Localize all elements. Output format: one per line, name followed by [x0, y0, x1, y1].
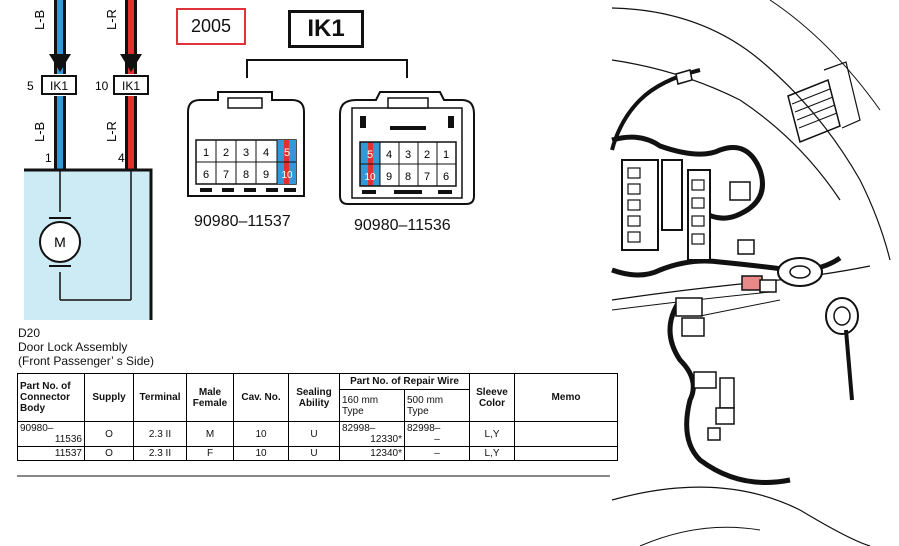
left-pin-3: 3 — [243, 147, 249, 159]
header-repair-160: 160 mm Type — [339, 389, 405, 422]
left-pin-2: 2 — [223, 147, 229, 159]
left-connector-part-number: 90980–11537 — [194, 213, 291, 230]
right-connector-part-number: 90980–11536 — [354, 217, 451, 234]
cell-sex: F — [186, 446, 234, 461]
wire-lr — [120, 0, 142, 170]
left-pin-9: 9 — [263, 169, 269, 181]
motor-label: M — [54, 234, 66, 250]
motor-icon — [39, 221, 81, 263]
table-row: 11537 O 2.3 II F 10 U 12340* – L,Y — [17, 446, 618, 461]
wire-label-bottom-left: L-B — [32, 122, 47, 142]
header-sealing: Sealing Ability — [288, 373, 340, 422]
right-pin-8: 8 — [405, 171, 411, 183]
terminal-number-left: 1 — [45, 151, 52, 165]
header-part-no: Part No. of Connector Body — [17, 373, 85, 422]
cell-seal: U — [288, 446, 340, 461]
header-terminal: Terminal — [133, 373, 187, 422]
table-row: 90980–11536 O 2.3 II M 10 U 82998–12330*… — [17, 421, 618, 447]
cell-memo — [514, 446, 618, 461]
connector-code-title: IK1 — [288, 10, 364, 48]
left-pin-10: 10 — [281, 170, 293, 181]
header-repair-wire: Part No. of Repair Wire — [339, 373, 470, 390]
assembly-code: D20 — [18, 326, 41, 340]
wire-lb — [49, 0, 71, 170]
arrow-down-icon — [49, 54, 71, 72]
left-pin-8: 8 — [243, 169, 249, 181]
wire-label-top-left: L-B — [32, 10, 47, 30]
cell-terminal: 2.3 II — [133, 421, 187, 447]
terminal-number-right: 4 — [118, 151, 125, 165]
door-lock-assembly-body: M — [24, 168, 153, 320]
header-male-female: Male Female — [186, 373, 234, 422]
cell-repair-500: 82998–– — [404, 421, 470, 447]
harness-location-illustration — [610, 0, 891, 546]
wire-label-top-right: L-R — [104, 9, 119, 30]
cell-supply: O — [84, 446, 134, 461]
header-repair-500: 500 mm Type — [404, 389, 470, 422]
cell-sleeve: L,Y — [469, 446, 515, 461]
cell-sex: M — [186, 421, 234, 447]
right-pin-7: 7 — [424, 171, 430, 183]
connector-face-right — [339, 91, 475, 205]
cell-part-no: 90980–11536 — [17, 421, 85, 447]
header-supply: Supply — [84, 373, 134, 422]
wire-label-bottom-right: L-R — [104, 121, 119, 142]
inline-connector-right — [113, 75, 149, 95]
header-cav-no: Cav. No. — [233, 373, 289, 422]
inline-connector-right-label: IK1 — [122, 79, 140, 93]
year-badge: 2005 — [176, 8, 246, 45]
cell-seal: U — [288, 421, 340, 447]
left-pin-6: 6 — [203, 169, 209, 181]
cell-supply: O — [84, 421, 134, 447]
arrow-down-icon — [120, 54, 142, 72]
right-pin-9: 9 — [386, 171, 392, 183]
pin-number-left: 5 — [27, 79, 34, 93]
cell-terminal: 2.3 II — [133, 446, 187, 461]
right-pin-4: 4 — [386, 149, 392, 161]
cell-repair-160: 12340* — [339, 446, 405, 461]
connector-bracket — [246, 59, 408, 78]
connector-parts-table: Part No. of Connector Body Supply Termin… — [17, 373, 618, 461]
right-pin-2: 2 — [424, 149, 430, 161]
assembly-side: (Front Passenger’ s Side) — [18, 354, 155, 368]
right-pin-1: 1 — [443, 149, 449, 161]
ik1-connector-location — [741, 275, 763, 291]
left-pin-1: 1 — [203, 147, 209, 159]
cell-repair-500: – — [404, 446, 470, 461]
left-pin-7: 7 — [223, 169, 229, 181]
assembly-label: D20 Door Lock Assembly (Front Passenger’… — [18, 326, 154, 368]
header-memo: Memo — [514, 373, 618, 422]
assembly-name: Door Lock Assembly — [18, 340, 128, 354]
header-sleeve: Sleeve Color — [469, 373, 515, 422]
cell-cav: 10 — [233, 421, 289, 447]
right-pin-5: 5 — [367, 149, 373, 161]
left-pin-5: 5 — [284, 147, 290, 159]
cell-sleeve: L,Y — [469, 421, 515, 447]
pin-number-right: 10 — [95, 79, 109, 93]
connector-face-left — [187, 91, 305, 197]
right-pin-6: 6 — [443, 171, 449, 183]
right-pin-3: 3 — [405, 149, 411, 161]
inline-connector-left — [41, 75, 77, 95]
left-pin-4: 4 — [263, 147, 269, 159]
cell-part-no: 11537 — [17, 446, 85, 461]
cell-cav: 10 — [233, 446, 289, 461]
cell-memo — [514, 421, 618, 447]
inline-connector-left-label: IK1 — [50, 79, 68, 93]
cell-repair-160: 82998–12330* — [339, 421, 405, 447]
right-pin-10: 10 — [364, 172, 376, 183]
